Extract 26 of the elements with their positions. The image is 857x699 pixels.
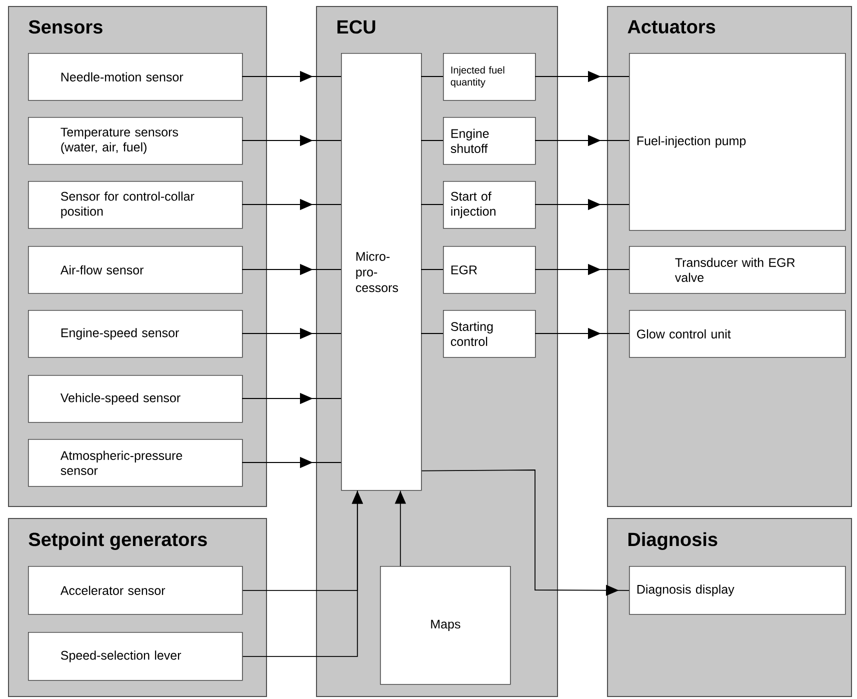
block-box: EGR xyxy=(443,246,536,294)
block-box: Speed-selection lever xyxy=(28,632,243,681)
block-box: Engine shutoff xyxy=(443,117,536,165)
block-box: Engine-speed sensor xyxy=(28,310,243,358)
block-box: Vehicle-speed sensor xyxy=(28,375,243,423)
block-box: Temperature sensors (water, air, fuel) xyxy=(28,117,243,165)
block-box: Fuel-injection pump xyxy=(629,53,846,231)
block-box: Maps xyxy=(380,566,511,685)
panel-title: Diagnosis xyxy=(628,532,718,550)
block-box: Air-flow sensor xyxy=(28,246,243,294)
block-box: Diagnosis display xyxy=(629,566,846,615)
block-box: Sensor for control-collar position xyxy=(28,181,243,229)
block-box: Transducer with EGR valve xyxy=(629,246,846,294)
arrow xyxy=(421,470,630,596)
panel-title: ECU xyxy=(337,20,376,34)
processor-box: Micro- pro- cessors xyxy=(341,53,422,491)
block-box: Needle-motion sensor xyxy=(28,53,243,101)
panel-title: Setpoint generators xyxy=(28,532,207,550)
block-box: Accelerator sensor xyxy=(28,566,243,615)
block-box: Start of injection xyxy=(443,181,536,229)
block-box: Injected fuel quantity xyxy=(443,53,536,101)
block-box: Atmospheric-pressure sensor xyxy=(28,439,243,487)
panel-title: Sensors xyxy=(28,20,102,34)
block-box: Glow control unit xyxy=(629,310,846,358)
block-box: Starting control xyxy=(443,310,536,358)
panel-title: Actuators xyxy=(628,20,716,34)
